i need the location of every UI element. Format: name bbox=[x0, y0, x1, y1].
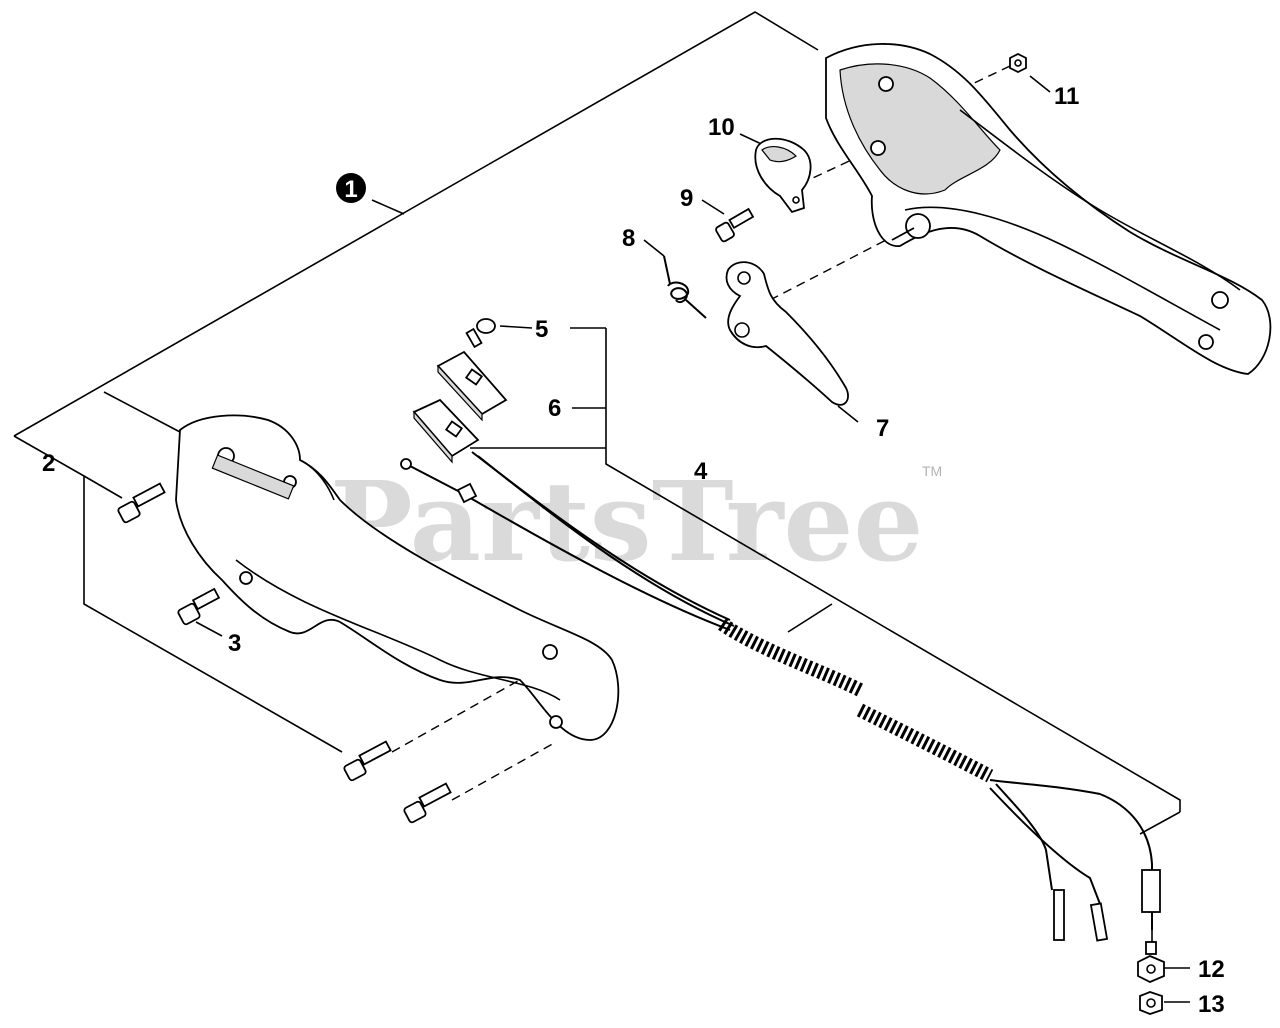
spring-8[interactable] bbox=[663, 255, 707, 319]
screw-2[interactable] bbox=[117, 482, 166, 524]
screw-9[interactable] bbox=[715, 207, 755, 243]
callout-11[interactable]: 11 bbox=[1054, 83, 1079, 110]
switch[interactable] bbox=[412, 398, 480, 464]
nut-13[interactable] bbox=[1139, 991, 1163, 1015]
right-handle-half[interactable] bbox=[825, 43, 1272, 375]
svg-text:1: 1 bbox=[344, 176, 357, 203]
lever-7[interactable] bbox=[725, 261, 849, 406]
clamp-10[interactable] bbox=[754, 137, 812, 214]
callout-2[interactable]: 2 bbox=[42, 450, 55, 477]
plate-6[interactable] bbox=[436, 350, 508, 422]
callout-3[interactable]: 3 bbox=[228, 630, 241, 657]
screw-3[interactable] bbox=[177, 587, 221, 626]
callout-9[interactable]: 9 bbox=[680, 185, 693, 212]
screw-long-upper[interactable] bbox=[343, 740, 392, 782]
dashed-lines bbox=[391, 65, 1011, 801]
screw-long-lower[interactable] bbox=[403, 782, 452, 824]
screw-5[interactable] bbox=[465, 318, 496, 349]
throttle-cable-4[interactable] bbox=[400, 451, 1161, 955]
callout-1[interactable]: 1 bbox=[336, 173, 366, 203]
callout-13[interactable]: 13 bbox=[1198, 991, 1225, 1018]
nut-11[interactable] bbox=[1009, 52, 1027, 74]
left-handle-half[interactable] bbox=[175, 414, 620, 741]
callout-10[interactable]: 10 bbox=[708, 114, 735, 141]
callout-12[interactable]: 12 bbox=[1198, 956, 1225, 983]
callout-7[interactable]: 7 bbox=[876, 415, 889, 442]
watermark-tm: TM bbox=[922, 463, 942, 479]
nut-12[interactable] bbox=[1137, 955, 1165, 983]
callout-6[interactable]: 6 bbox=[548, 395, 561, 422]
assembly-bracket bbox=[13, 11, 1181, 835]
callout-4[interactable]: 4 bbox=[694, 458, 708, 485]
callout-5[interactable]: 5 bbox=[535, 316, 548, 343]
callout-8[interactable]: 8 bbox=[622, 225, 635, 252]
